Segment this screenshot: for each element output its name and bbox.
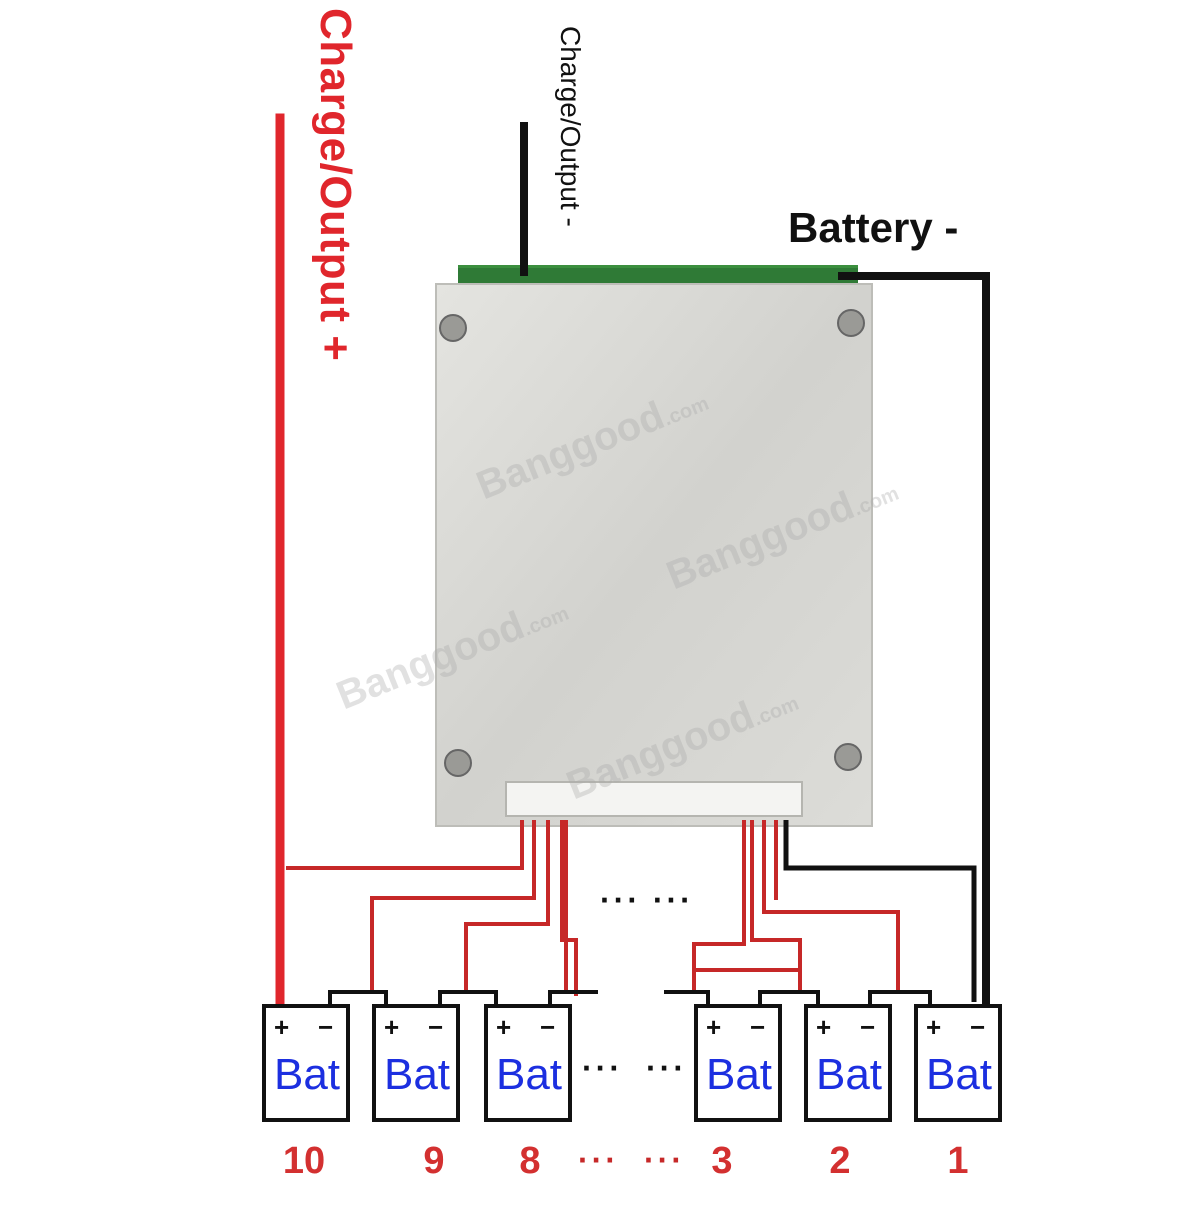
ellipsis-cells-left: ··· [582, 1050, 623, 1086]
cell-3-plus: + [706, 1012, 722, 1042]
cell-9-minus: − [428, 1012, 444, 1042]
balance-wires [286, 820, 900, 996]
cell-9-label: Bat [383, 1050, 451, 1099]
ellipsis-numbers-left: ··· [578, 1142, 619, 1178]
cell-2-plus: + [816, 1012, 832, 1042]
cell-3-minus: − [750, 1012, 766, 1042]
cell-10-minus: − [318, 1012, 334, 1042]
cell-body-8 [484, 1004, 572, 1122]
battery-cells [262, 1004, 1002, 1122]
cell-body-9 [372, 1004, 460, 1122]
ellipsis-wires: ··· ··· [600, 882, 694, 918]
cell-8-plus: + [496, 1012, 512, 1042]
cell-1-number: 1 [947, 1140, 969, 1182]
cell-8-label: Bat [495, 1050, 563, 1099]
cell-3-label: Bat [705, 1050, 773, 1099]
cell-body-3 [694, 1004, 782, 1122]
cell-9-number: 9 [423, 1140, 445, 1182]
cell-8-number: 8 [519, 1140, 541, 1182]
battery-negative-label: Battery - [788, 204, 959, 251]
cell-9-plus: + [384, 1012, 400, 1042]
cell-2-number: 2 [829, 1140, 851, 1182]
cell-10-label: Bat [273, 1050, 341, 1099]
cell-3-number: 3 [711, 1140, 733, 1182]
cell-1-minus: − [970, 1012, 986, 1042]
charge-output-negative-label: Charge/Output - [555, 26, 586, 227]
cell-8-minus: − [540, 1012, 556, 1042]
cell-body-10 [262, 1004, 350, 1122]
series-links [328, 990, 932, 1006]
cell-2-minus: − [860, 1012, 876, 1042]
cell-body-2 [804, 1004, 892, 1122]
cell-1-label: Bat [925, 1050, 993, 1099]
ellipsis-numbers-right: ··· [644, 1142, 685, 1178]
negative-wires [520, 122, 990, 1004]
cell-body-1 [914, 1004, 1002, 1122]
cell-2-label: Bat [815, 1050, 883, 1099]
cell-10-plus: + [274, 1012, 290, 1042]
charge-output-positive-label: Charge/Output + [311, 8, 360, 362]
mounting-screws [439, 309, 865, 777]
heatsink-plate [435, 283, 873, 827]
cell-10-number: 10 [282, 1140, 326, 1182]
balance-connector [505, 781, 803, 817]
cell-1-plus: + [926, 1012, 942, 1042]
ellipsis-cells-right: ··· [646, 1050, 687, 1086]
